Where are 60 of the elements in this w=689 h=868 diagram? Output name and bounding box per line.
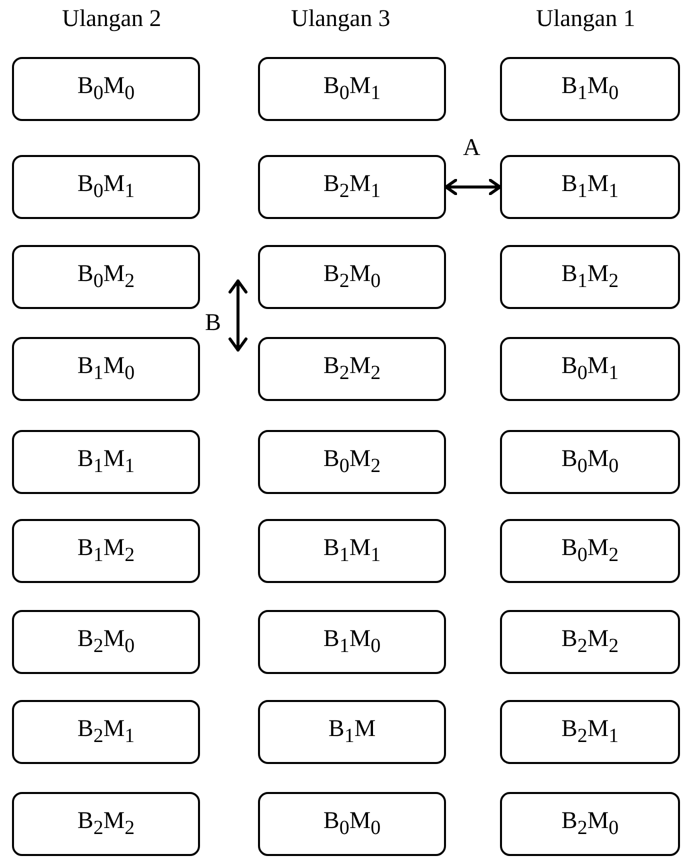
replicate-heading: Ulangan 1 — [536, 6, 636, 33]
plot-box — [12, 700, 200, 764]
plot-label: B$_{0}$M$_{1}$ — [561, 353, 619, 385]
plot-box — [500, 610, 680, 674]
plot-box — [258, 430, 446, 494]
plot-box — [12, 57, 200, 121]
plot-box — [500, 155, 680, 219]
plot-label: B$_{0}$M$_{2}$ — [77, 261, 135, 293]
plot-label: B$_{2}$M$_{2}$ — [77, 808, 135, 840]
plot-box — [12, 610, 200, 674]
plot-label: B$_{1}$M$_{1}$ — [561, 171, 619, 203]
plot-label: B$_{1}$M$_{0}$ — [77, 353, 135, 385]
plot-box — [12, 245, 200, 309]
plot-label: B$_{1}$M$_{1}$ — [77, 446, 135, 478]
plot-box — [12, 337, 200, 401]
plot-box — [258, 57, 446, 121]
plot-label: B$_{1}$M$_{0}$ — [561, 73, 619, 105]
plot-box — [500, 337, 680, 401]
plot-label: B$_{2}$M$_{1}$ — [323, 171, 381, 203]
plot-label: B$_{0}$M$_{0}$ — [77, 73, 135, 105]
plot-box — [258, 700, 446, 764]
plot-label: B$_{2}$M$_{1}$ — [77, 716, 135, 748]
plot-label: B$_{1}$M$_{0}$ — [323, 626, 381, 658]
plot-box — [12, 519, 200, 583]
plot-label: B$_{2}$M$_{0}$ — [77, 626, 135, 658]
plot-box — [500, 792, 680, 856]
plot-box — [258, 792, 446, 856]
plot-box — [12, 430, 200, 494]
dimension-label: B — [205, 310, 222, 337]
plot-label: B$_{1}$M — [328, 716, 376, 748]
plot-box — [258, 245, 446, 309]
plot-label: B$_{0}$M$_{0}$ — [323, 808, 381, 840]
plot-label: B$_{0}$M$_{0}$ — [561, 446, 619, 478]
plot-box — [12, 792, 200, 856]
plot-box — [258, 519, 446, 583]
plot-box — [258, 155, 446, 219]
plot-box — [500, 519, 680, 583]
plot-label: B$_{2}$M$_{2}$ — [561, 626, 619, 658]
plot-label: B$_{1}$M$_{1}$ — [323, 535, 381, 567]
plot-label: B$_{0}$M$_{1}$ — [323, 73, 381, 105]
plot-label: B$_{0}$M$_{2}$ — [323, 446, 381, 478]
plot-label: B$_{2}$M$_{1}$ — [561, 716, 619, 748]
replicate-heading: Ulangan 2 — [62, 6, 162, 33]
replicate-heading: Ulangan 3 — [291, 6, 390, 33]
plot-box — [258, 337, 446, 401]
plot-box — [258, 610, 446, 674]
plot-label: B$_{2}$M$_{2}$ — [323, 353, 381, 385]
plot-label: B$_{2}$M$_{0}$ — [561, 808, 619, 840]
plot-label: B$_{1}$M$_{2}$ — [77, 535, 135, 567]
plot-box — [500, 430, 680, 494]
plot-box — [500, 245, 680, 309]
plot-label: B$_{0}$M$_{1}$ — [77, 171, 135, 203]
plot-box — [500, 57, 680, 121]
plot-box — [12, 155, 200, 219]
plot-label: B$_{0}$M$_{2}$ — [561, 535, 619, 567]
plot-label: B$_{2}$M$_{0}$ — [323, 261, 381, 293]
plot-label: B$_{1}$M$_{2}$ — [561, 261, 619, 293]
plot-box — [500, 700, 680, 764]
edge-label: A — [463, 135, 480, 162]
double-arrow — [444, 178, 502, 196]
